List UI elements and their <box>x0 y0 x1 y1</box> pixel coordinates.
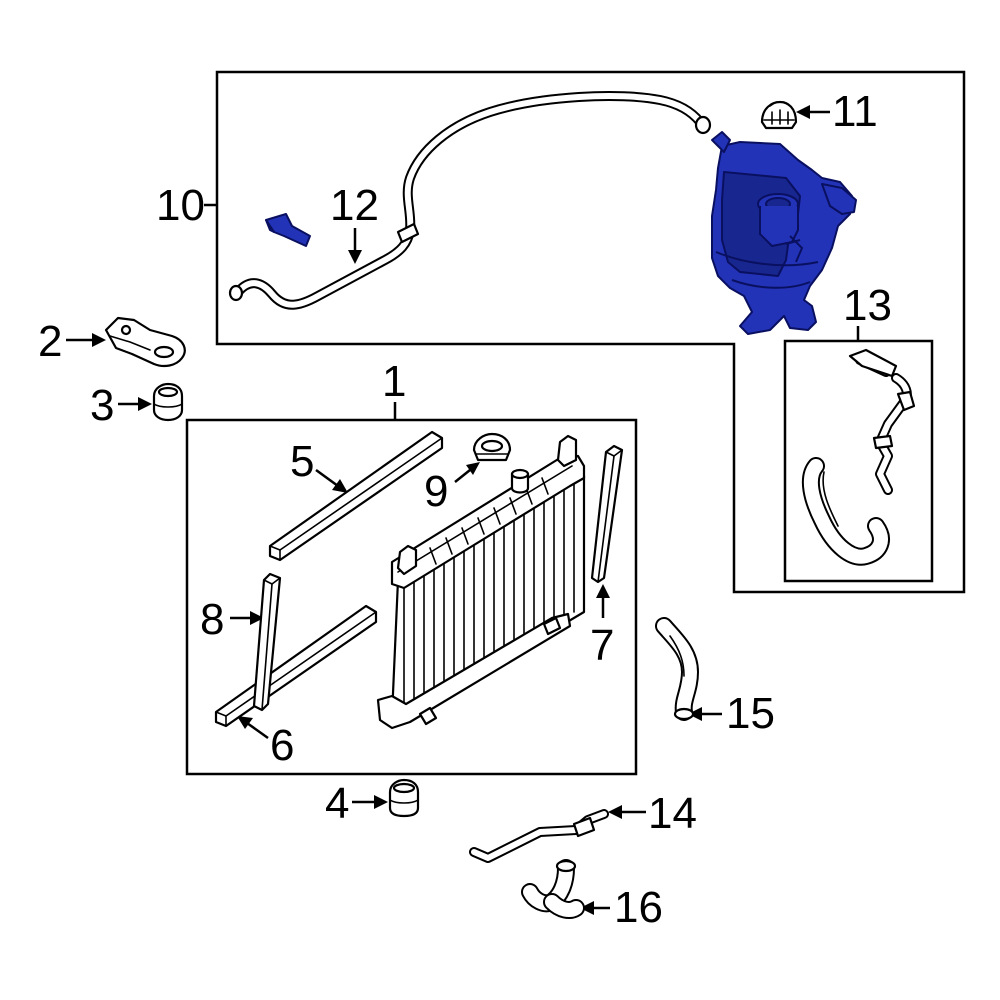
reservoir-group-frame <box>215 70 966 594</box>
callout-15[interactable]: 15 <box>726 689 775 738</box>
right-side-seal[interactable] <box>590 444 624 584</box>
callout-7[interactable]: 7 <box>590 621 614 670</box>
overflow-hose[interactable] <box>228 91 712 310</box>
lower-insulator[interactable] <box>388 778 420 818</box>
coolant-reservoir[interactable] <box>711 131 857 335</box>
left-side-seal[interactable] <box>252 572 282 712</box>
leader-lines <box>66 105 860 915</box>
callout-4[interactable]: 4 <box>325 779 349 828</box>
callout-12[interactable]: 12 <box>330 181 379 230</box>
radiator[interactable] <box>376 434 586 730</box>
callout-8[interactable]: 8 <box>200 595 224 644</box>
callout-9[interactable]: 9 <box>424 467 448 516</box>
lower-seal[interactable] <box>214 604 378 728</box>
lower-pipe[interactable] <box>469 809 609 863</box>
callout-16[interactable]: 16 <box>614 883 663 932</box>
lower-hose[interactable] <box>521 859 585 919</box>
radiator-cap[interactable] <box>472 432 512 462</box>
callout-10[interactable]: 10 <box>156 181 205 230</box>
mounting-bracket[interactable] <box>104 316 186 368</box>
radiator-group-frame <box>185 418 638 776</box>
callout-13[interactable]: 13 <box>843 281 892 330</box>
reservoir-cap[interactable] <box>760 100 798 130</box>
callout-5[interactable]: 5 <box>290 437 314 486</box>
hose-kit[interactable] <box>801 348 916 566</box>
callout-1[interactable]: 1 <box>382 357 406 406</box>
callout-6[interactable]: 6 <box>270 721 294 770</box>
callout-2[interactable]: 2 <box>38 317 62 366</box>
callout-11[interactable]: 11 <box>832 87 878 136</box>
hose-clip[interactable] <box>265 213 311 247</box>
upper-radiator-hose[interactable] <box>655 617 699 721</box>
upper-seal[interactable] <box>268 430 444 562</box>
callout-3[interactable]: 3 <box>90 381 114 430</box>
hose-kit-frame <box>783 339 934 583</box>
upper-insulator[interactable] <box>152 382 184 422</box>
callout-14[interactable]: 14 <box>648 789 697 838</box>
